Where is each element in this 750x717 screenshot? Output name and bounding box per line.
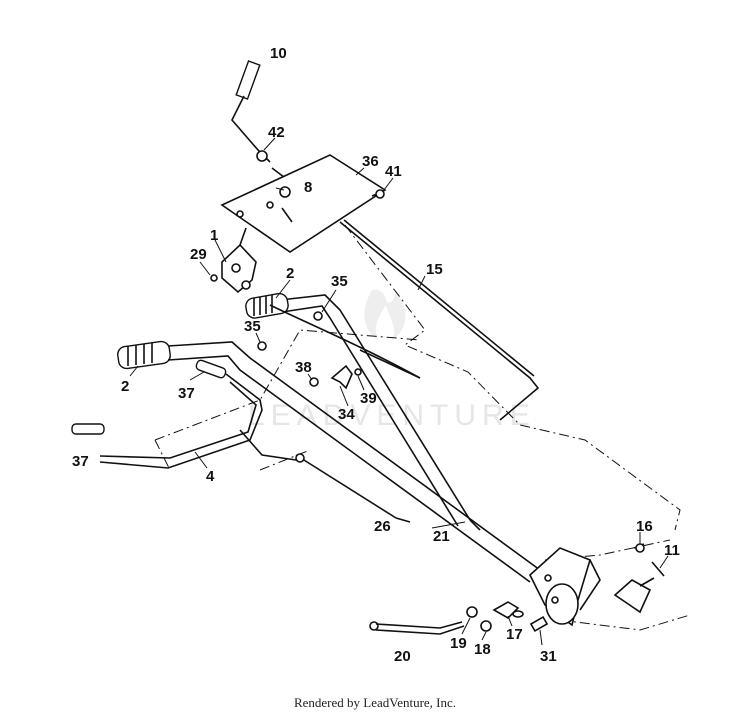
control-cable [269, 304, 421, 379]
lever-assembly [71, 359, 297, 469]
callout-41: 41 [385, 163, 402, 180]
callout-31: 31 [540, 648, 557, 665]
nut-42 [256, 150, 268, 162]
callout-16: 16 [636, 518, 653, 535]
rod-15 [339, 219, 540, 421]
leadventure-watermark: LEADVENTURE [248, 289, 536, 432]
part-callouts: 10 42 36 8 41 1 29 15 2 35 35 2 37 38 39… [72, 45, 680, 665]
footer-credit: Rendered by LeadVenture, Inc. [293, 695, 457, 710]
part-17 [492, 601, 520, 619]
washer-19 [466, 606, 478, 618]
right-mount [613, 543, 665, 614]
callout-1: 1 [210, 227, 218, 244]
upper-handle [245, 292, 471, 527]
callout-26: 26 [374, 518, 391, 535]
leader-lines [129, 137, 669, 646]
callout-21: 21 [433, 528, 450, 545]
lower-lever-20 [369, 601, 549, 635]
callout-34: 34 [338, 406, 355, 423]
control-panel-plate [220, 154, 387, 253]
callout-2-lower: 2 [121, 378, 129, 395]
nut-35-lower [257, 341, 267, 351]
nut-29 [210, 274, 218, 282]
screw-16 [635, 543, 645, 553]
bolt-31 [529, 615, 549, 633]
watermark-text: LEADVENTURE [248, 399, 536, 432]
callout-35-upper: 35 [331, 273, 348, 290]
callout-8: 8 [304, 179, 312, 196]
main-handle [117, 340, 541, 583]
reference-lines [154, 224, 691, 631]
callout-42: 42 [268, 124, 285, 141]
nut-35-upper [313, 311, 323, 321]
callout-17: 17 [506, 626, 523, 643]
callout-15: 15 [426, 261, 443, 278]
control-bracket [210, 227, 257, 294]
screw-41 [375, 189, 385, 199]
callout-35-lower: 35 [244, 318, 261, 335]
callout-18: 18 [474, 641, 491, 658]
callout-38: 38 [295, 359, 312, 376]
callout-11: 11 [664, 542, 680, 559]
callout-2-upper: 2 [286, 265, 294, 282]
callout-37-upper: 37 [178, 385, 195, 402]
callout-20: 20 [394, 648, 411, 665]
handle-mount-housing [529, 547, 601, 627]
nut-18 [480, 620, 492, 632]
callout-4: 4 [206, 468, 215, 485]
callout-29: 29 [190, 246, 207, 263]
cable-26 [295, 453, 411, 523]
callout-10: 10 [270, 45, 287, 62]
washer-39 [354, 368, 362, 376]
callout-37-lower: 37 [72, 453, 89, 470]
screw-8 [279, 186, 291, 198]
bracket-34 [309, 364, 362, 390]
callout-39: 39 [360, 390, 377, 407]
callout-36: 36 [362, 153, 379, 170]
callout-19: 19 [450, 635, 467, 652]
